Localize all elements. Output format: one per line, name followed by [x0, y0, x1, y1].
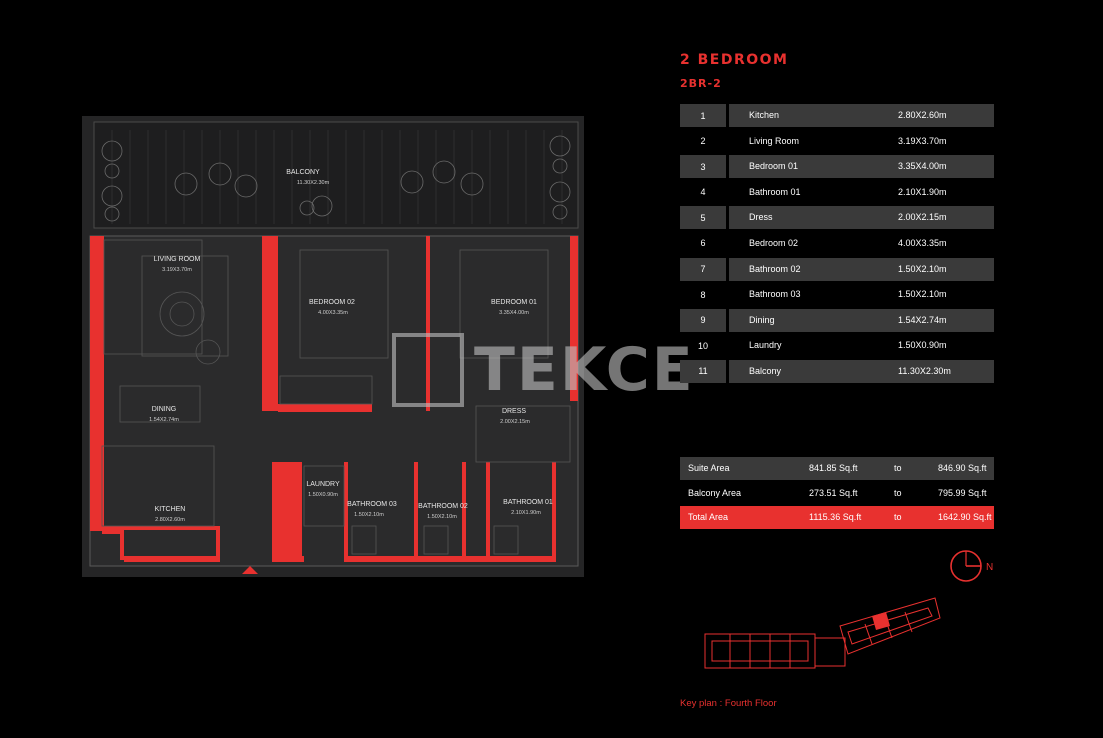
area-label: Total Area	[688, 512, 729, 522]
plan-dim-laundry: 1.50X0.90m	[308, 492, 338, 498]
room-name: Dress	[749, 212, 773, 223]
room-dimensions: 1.50X2.10m	[898, 263, 947, 274]
north-arrow-icon: N	[950, 550, 993, 582]
plan-label-bathroom-03: BATHROOM 03	[347, 501, 397, 508]
table-row: 10 Laundry 1.50X0.90m	[680, 334, 994, 357]
plan-dim-kitchen: 2.80X2.60m	[155, 517, 185, 523]
area-label: Suite Area	[688, 463, 730, 473]
plan-label-bedroom-02: BEDROOM 02	[309, 299, 355, 306]
total-area-row: Total Area 1115.36 Sq.ft to 1642.90 Sq.f…	[680, 506, 994, 529]
plan-label-balcony: BALCONY	[286, 169, 320, 176]
table-row: 2 Living Room 3.19X3.70m	[680, 130, 994, 153]
area-to: to	[894, 512, 902, 522]
table-row: 3 Bedroom 01 3.35X4.00m	[680, 155, 994, 179]
area-label: Balcony Area	[688, 487, 742, 498]
room-name: Balcony	[749, 365, 782, 376]
plan-label-bedroom-01: BEDROOM 01	[491, 299, 537, 306]
table-row: Suite Area 841.85 Sq.ft to 846.90 Sq.ft	[680, 457, 994, 480]
room-number: 1	[700, 110, 706, 121]
room-dimensions: 2.10X1.90m	[898, 186, 947, 197]
floor-plan-drawing: BALCONY 11.30X2.30m LIVING ROOM 3.19X3.7…	[89, 121, 579, 574]
area-min: 273.51 Sq.ft	[809, 487, 858, 498]
plan-label-dining: DINING	[152, 406, 177, 413]
room-number: 2	[700, 136, 706, 147]
key-plan	[700, 596, 945, 674]
room-name: Bedroom 01	[749, 161, 799, 172]
compass: N	[950, 549, 1000, 583]
room-name: Bedroom 02	[749, 237, 799, 248]
watermark-logo-icon	[392, 333, 464, 407]
room-dimensions: 1.54X2.74m	[898, 314, 947, 325]
plan-dim-balcony: 11.30X2.30m	[297, 180, 330, 186]
plan-dim-bedroom-02: 4.00X3.35m	[318, 310, 348, 316]
room-name: Living Room	[749, 135, 800, 146]
room-name: Bathroom 02	[749, 263, 801, 274]
table-row: 1 Kitchen 2.80X2.60m	[680, 104, 994, 127]
room-dimensions: 2.80X2.60m	[898, 110, 947, 120]
plan-dim-living-room: 3.19X3.70m	[162, 267, 192, 273]
room-number: 5	[700, 212, 706, 223]
watermark: TEKCE	[392, 330, 722, 410]
unit-type: 2BR-2	[680, 77, 722, 90]
compass-label: N	[986, 562, 993, 573]
table-row: 4 Bathroom 01 2.10X1.90m	[680, 181, 994, 204]
room-name: Bathroom 01	[749, 186, 801, 197]
room-number: 9	[700, 315, 706, 326]
room-number: 10	[697, 340, 708, 351]
table-row: Balcony Area 273.51 Sq.ft to 795.99 Sq.f…	[680, 482, 994, 505]
plan-label-bathroom-01: BATHROOM 01	[503, 499, 553, 506]
area-table: Suite Area 841.85 Sq.ft to 846.90 Sq.ft …	[680, 457, 994, 531]
room-dimensions: 11.30X2.30m	[898, 365, 951, 376]
room-dimensions: 1.50X0.90m	[898, 340, 947, 351]
area-max: 795.99 Sq.ft	[938, 487, 987, 498]
room-dimensions: 1.50X2.10m	[898, 289, 947, 300]
plan-label-kitchen: KITCHEN	[155, 506, 186, 513]
area-max: 846.90 Sq.ft	[938, 463, 987, 473]
room-dimensions: 4.00X3.35m	[898, 237, 947, 248]
area-min: 1115.36 Sq.ft	[809, 512, 862, 522]
watermark-text: TEKCE	[474, 335, 695, 405]
table-row: 11 Balcony 11.30X2.30m	[680, 359, 994, 383]
plan-dim-bathroom-03: 1.50X2.10m	[354, 512, 384, 518]
area-to: to	[894, 487, 902, 498]
room-dimensions: 2.00X2.15m	[898, 212, 947, 223]
table-row: 5 Dress 2.00X2.15m	[680, 206, 994, 230]
plan-dim-bathroom-01: 2.10X1.90m	[511, 510, 541, 516]
room-number: 3	[700, 161, 706, 172]
floor-plan: BALCONY 11.30X2.30m LIVING ROOM 3.19X3.7…	[82, 116, 584, 577]
table-row: 6 Bedroom 02 4.00X3.35m	[680, 232, 994, 255]
room-number: 4	[700, 187, 706, 198]
key-plan-label: Key plan : Fourth Floor	[680, 698, 777, 709]
room-number: 6	[700, 238, 706, 249]
plan-dim-dress: 2.00X2.15m	[500, 419, 530, 425]
plan-dim-bathroom-02: 1.50X2.10m	[427, 514, 457, 520]
table-row: 7 Bathroom 02 1.50X2.10m	[680, 257, 994, 281]
room-number: 8	[700, 289, 706, 300]
area-to: to	[894, 463, 902, 473]
plan-label-living-room: LIVING ROOM	[154, 256, 201, 263]
plan-label-laundry: LAUNDRY	[306, 481, 340, 488]
plan-dim-bedroom-01: 3.35X4.00m	[499, 310, 529, 316]
plan-dim-dining: 1.54X2.74m	[149, 417, 179, 423]
room-name: Bathroom 03	[749, 289, 801, 300]
table-row: 8 Bathroom 03 1.50X2.10m	[680, 283, 994, 306]
plan-label-dress: DRESS	[502, 408, 526, 415]
key-plan-drawing	[704, 597, 941, 669]
page-title: 2 BEDROOM	[680, 52, 789, 68]
room-name: Kitchen	[749, 110, 780, 120]
room-dimensions: 3.35X4.00m	[898, 161, 947, 172]
room-dimensions: 3.19X3.70m	[898, 135, 947, 146]
room-number: 11	[698, 366, 708, 377]
table-row: 9 Dining 1.54X2.74m	[680, 308, 994, 332]
room-name: Laundry	[749, 340, 782, 351]
plan-label-bathroom-02: BATHROOM 02	[418, 503, 468, 510]
area-min: 841.85 Sq.ft	[809, 463, 858, 473]
entrance-triangle-icon	[242, 566, 258, 574]
room-number: 7	[700, 264, 706, 275]
room-name: Dining	[749, 314, 775, 325]
rooms-table: 1 Kitchen 2.80X2.60m 2 Living Room 3.19X3.…	[680, 104, 994, 386]
area-max: 1642.90 Sq.ft	[938, 512, 992, 522]
